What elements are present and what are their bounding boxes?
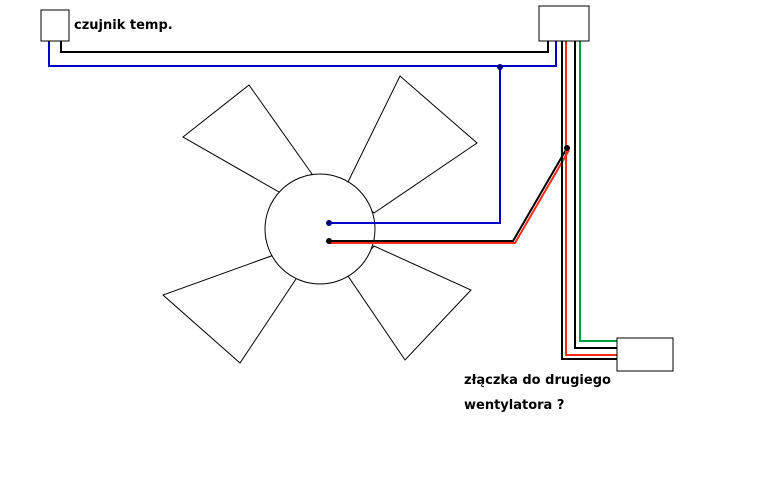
fan-blade-lower-left [162, 254, 299, 364]
relay-box [538, 5, 590, 42]
sensor-label: czujnik temp. [74, 18, 173, 33]
wire-blue-sensor-relay [48, 41, 557, 67]
fan-blade-upper-left [182, 84, 313, 197]
wire-red-to-fan-shadow [329, 147, 568, 242]
fan-hub [264, 173, 376, 285]
fan-blade-lower-right [347, 245, 472, 361]
fan-terminal-blue [326, 220, 332, 226]
connector-label-line2: wentylatora ? [464, 398, 565, 413]
wire-red-main-shadow [561, 41, 617, 360]
wire-blue-to-fan [329, 66, 501, 224]
connector-label-line1: złączka do drugiego [464, 373, 611, 388]
fan-terminal-red [326, 238, 332, 244]
wire-green-to-connector [579, 41, 617, 342]
junction-dot-blue [497, 64, 503, 70]
wire-red-main [565, 41, 617, 356]
wire-black-sensor-relay [60, 37, 549, 53]
fan-blade-upper-right [345, 75, 478, 214]
wire-black-to-connector [574, 41, 617, 349]
wire-red-to-fan [329, 149, 570, 244]
second-fan-connector-box [616, 337, 674, 372]
temperature-sensor-box [40, 9, 70, 42]
junction-dot-red [564, 145, 570, 151]
